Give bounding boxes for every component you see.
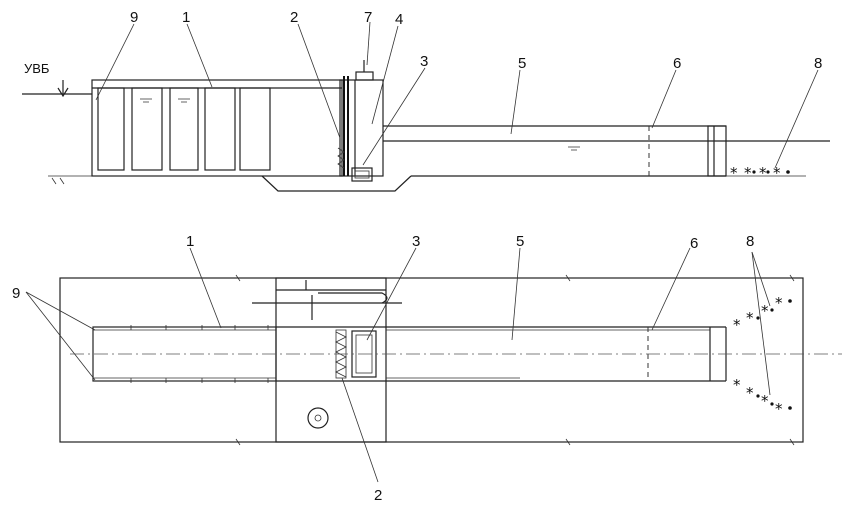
label-6-plan: 6 <box>690 235 698 252</box>
leader-3-elev <box>362 67 426 166</box>
svg-text:*: * <box>744 164 752 182</box>
water-surface-symbol-icon <box>568 146 580 151</box>
leader-6-plan <box>651 247 691 331</box>
svg-text:*: * <box>761 302 769 320</box>
gate-chamber <box>339 79 384 177</box>
svg-text:*: * <box>730 164 738 182</box>
leader-6-elev <box>651 69 677 129</box>
label-3-elev: 3 <box>420 53 428 70</box>
baffle-5 <box>239 87 271 171</box>
label-4-elev: 4 <box>395 11 403 28</box>
svg-text:*: * <box>761 392 769 410</box>
leader-3-plan <box>366 247 417 341</box>
leader-1-plan <box>189 247 222 329</box>
fish-container <box>351 167 373 182</box>
water-level-arrow-icon <box>57 87 69 98</box>
svg-text:*: * <box>746 309 754 327</box>
leader-2-plan <box>341 377 379 483</box>
walkway-outline <box>318 292 388 304</box>
leader-7-elev <box>366 21 371 66</box>
leader-1-elev <box>186 23 213 88</box>
svg-text:*: * <box>775 400 783 418</box>
label-9-plan: 9 <box>12 285 20 302</box>
baffle-3 <box>169 87 199 171</box>
leader-9-elev <box>95 23 135 101</box>
label-8-elev: 8 <box>814 55 822 72</box>
lift-mechanism <box>355 71 374 81</box>
label-2-elev: 2 <box>290 9 298 26</box>
water-surface-symbol-icon <box>140 98 152 103</box>
well-icon <box>307 407 329 429</box>
label-9-elev: 9 <box>130 9 138 26</box>
svg-text:*: * <box>773 164 781 182</box>
label-2-plan: 2 <box>374 487 382 504</box>
label-7-elev: 7 <box>364 9 372 26</box>
water-level-label: УВБ <box>24 61 49 76</box>
svg-text:*: * <box>733 316 741 334</box>
leader-9b-plan <box>25 291 96 381</box>
leader-8-elev <box>774 69 819 169</box>
leader-5-plan <box>511 247 521 341</box>
vegetation-plan-bottom-icon: * * * * <box>733 376 792 418</box>
svg-text:*: * <box>759 164 767 182</box>
label-8-plan: 8 <box>746 233 754 250</box>
elevation-view: УВБ <box>22 9 830 192</box>
water-surface-symbol-icon <box>178 98 190 103</box>
label-5-elev: 5 <box>518 55 526 72</box>
label-6-elev: 6 <box>673 55 681 72</box>
channel-end-gate <box>707 125 727 177</box>
baffle-1 <box>97 87 125 171</box>
fish-screen-zigzag <box>337 147 345 169</box>
leader-8a-plan <box>751 251 771 307</box>
leader-2-elev <box>297 23 341 139</box>
leader-9a-plan <box>25 291 96 331</box>
svg-text:*: * <box>733 376 741 394</box>
label-1-elev: 1 <box>182 9 190 26</box>
label-1-plan: 1 <box>186 233 194 250</box>
vegetation-plan-top-icon: * * * * <box>733 294 792 334</box>
sump-outline <box>261 175 412 192</box>
plan-view: * * * * * * * * 9 1 3 5 <box>12 233 842 504</box>
svg-text:*: * <box>775 294 783 312</box>
fish-container-inner <box>354 170 370 179</box>
leader-4-elev <box>371 25 399 125</box>
label-5-plan: 5 <box>516 233 524 250</box>
leader-5-elev <box>510 69 521 135</box>
site-boundary <box>59 277 804 443</box>
baffle-ticks <box>130 325 269 383</box>
vegetation-elevation-icon: * * * * <box>730 164 790 182</box>
upstream-chamber-block <box>91 79 343 177</box>
ground-hatch-left <box>51 177 65 185</box>
fish-screen-zigzag-plan <box>335 331 347 378</box>
baffle-2 <box>131 87 163 171</box>
baffle-4 <box>204 87 236 171</box>
svg-text:*: * <box>746 384 754 402</box>
label-3-plan: 3 <box>412 233 420 250</box>
leader-8b-plan <box>751 251 771 396</box>
break-marks <box>235 274 795 446</box>
